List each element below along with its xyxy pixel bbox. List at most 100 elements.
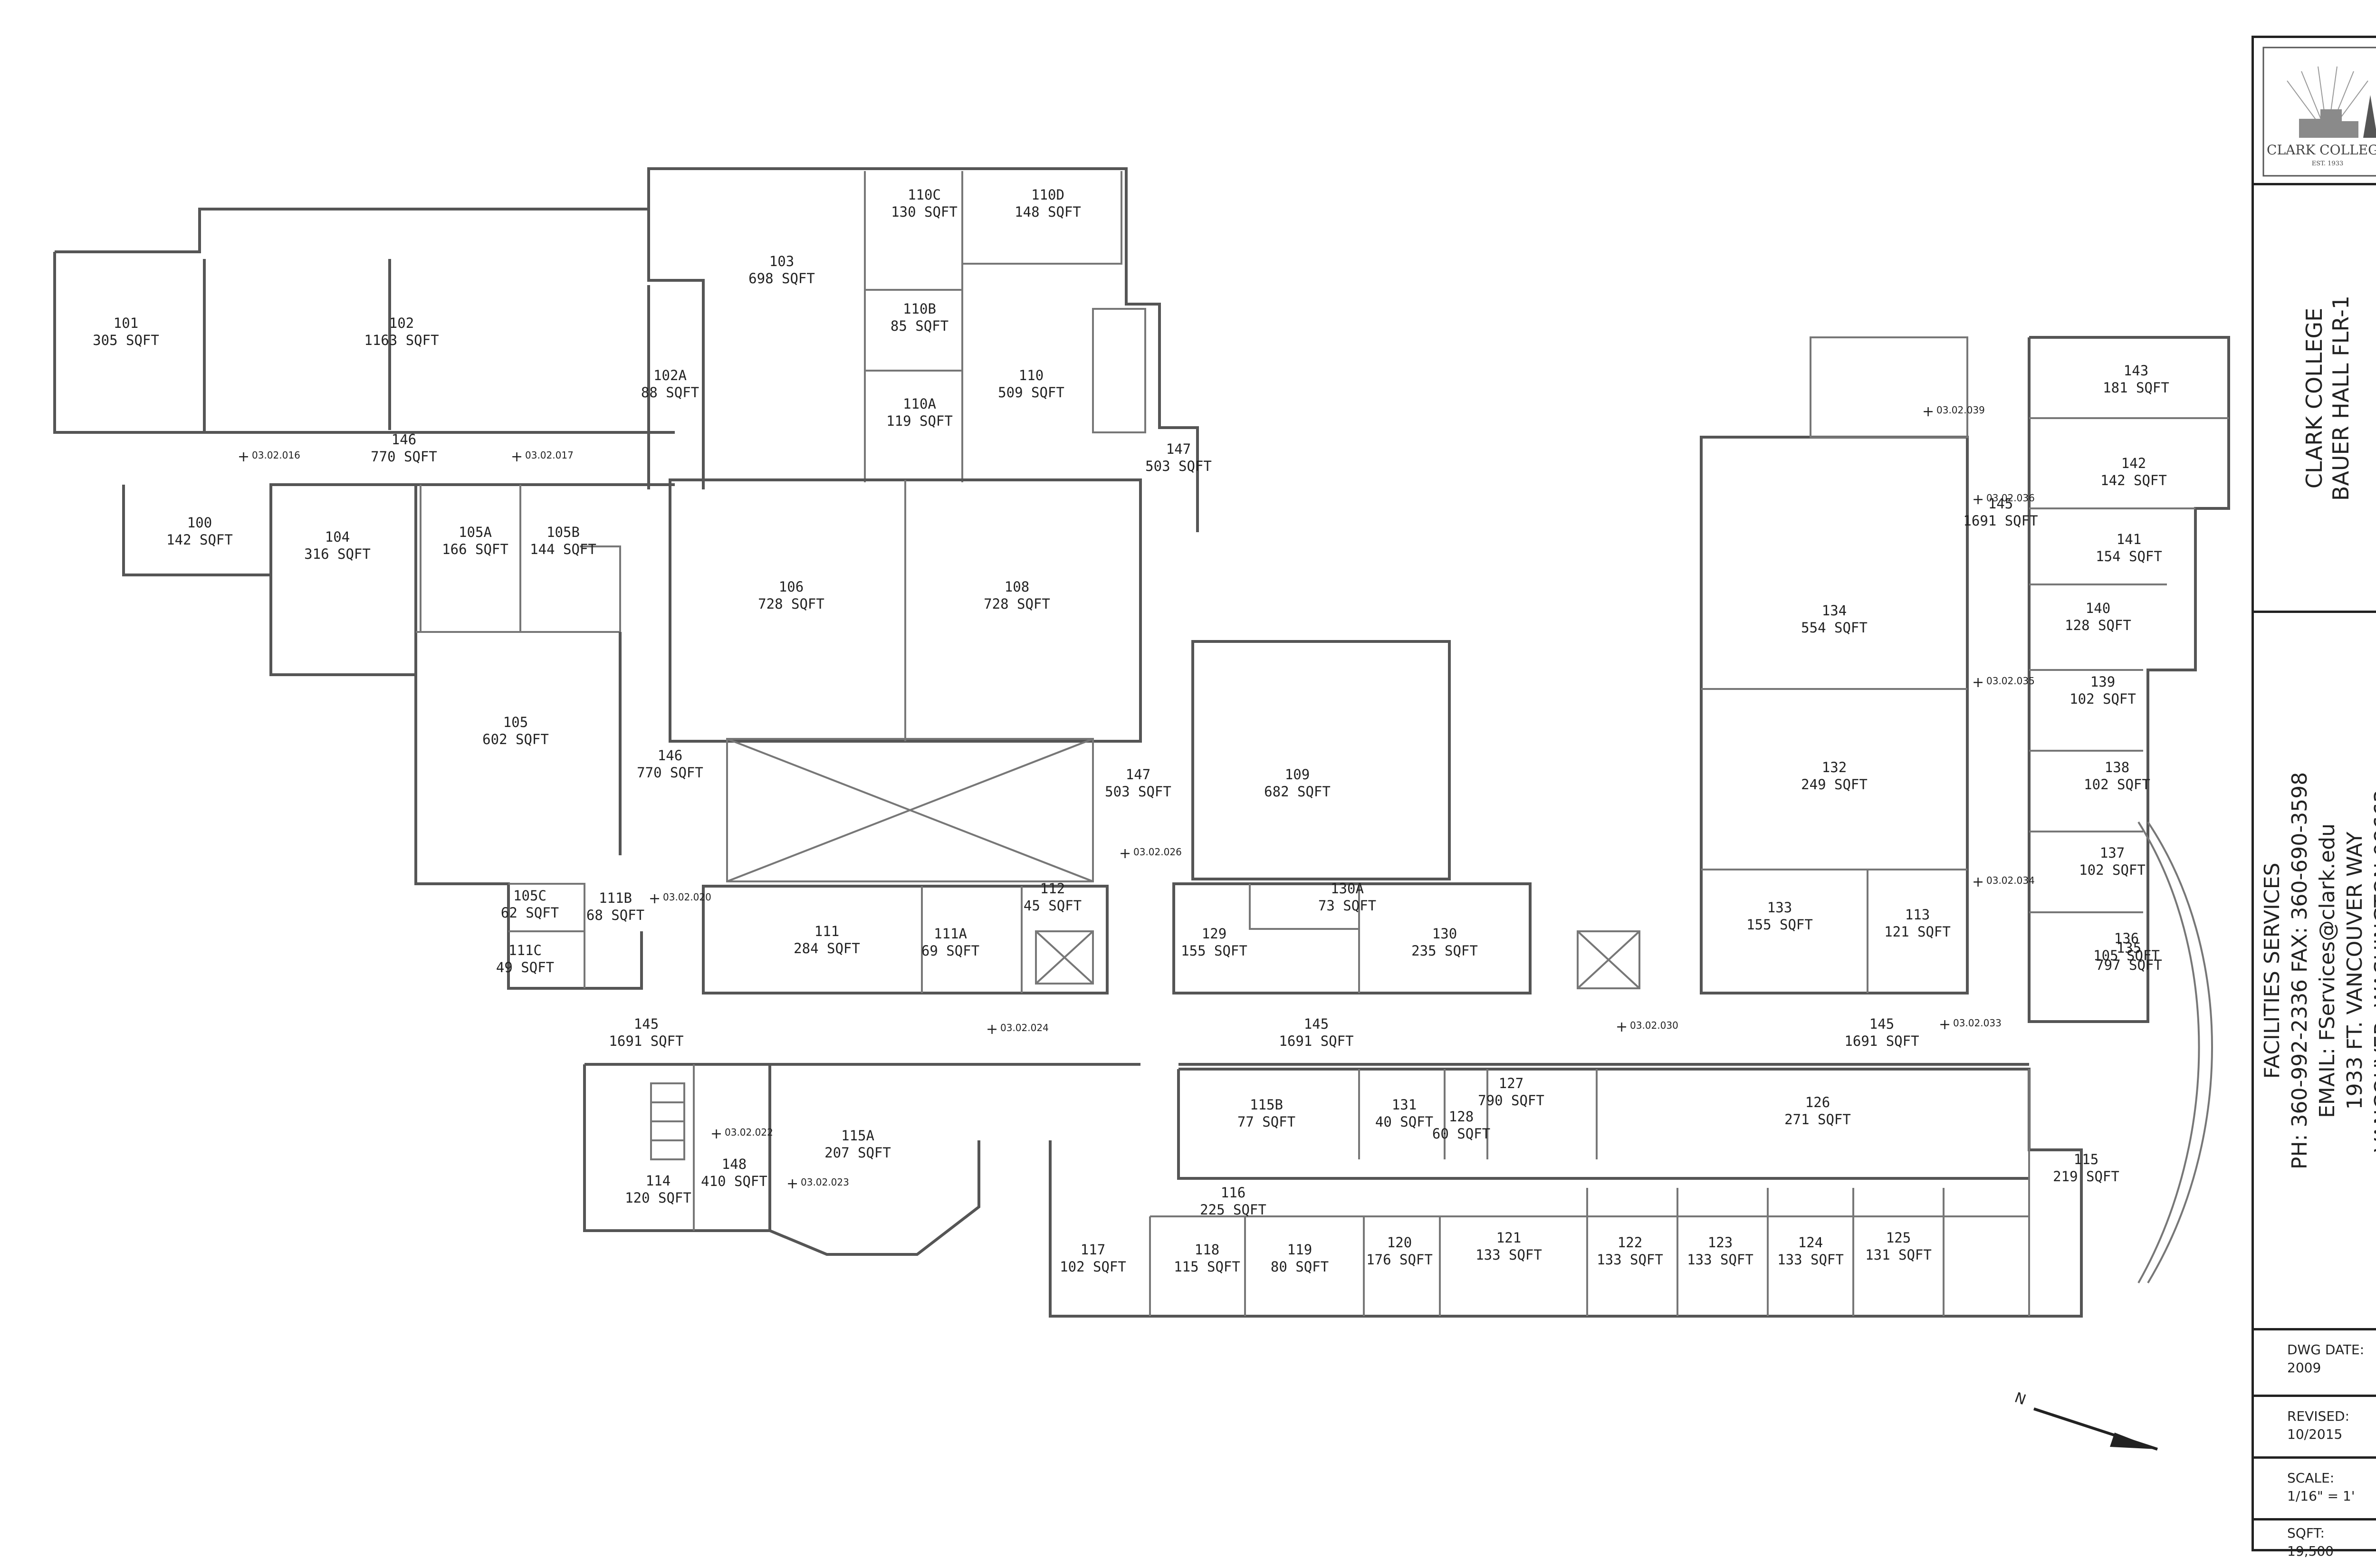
room-number: 120 (1387, 1234, 1412, 1251)
contact-line-3: EMAIL: FServices@clark.edu (2315, 823, 2339, 1118)
room-number: 146 (658, 747, 682, 764)
room-number: 118 (1195, 1242, 1219, 1258)
room-number: 137 (2100, 845, 2125, 861)
room-area: 1163 SQFT (364, 332, 439, 348)
room-number: 126 (1805, 1094, 1830, 1110)
room-area: 88 SQFT (641, 384, 699, 401)
room-number: 110 (1019, 367, 1044, 383)
revised-value: 10/2015 (2287, 1426, 2343, 1442)
tag-marker-icon: + (710, 1126, 722, 1142)
room-area: 1691 SQFT (1279, 1033, 1353, 1049)
tag-marker-icon: + (1922, 403, 1934, 420)
room-number: 134 (1822, 602, 1847, 619)
room-area: 770 SQFT (637, 765, 703, 781)
revised-label: REVISED: (2287, 1408, 2350, 1424)
grid-tag: 03.02.035 (1986, 675, 2035, 687)
room-area: 119 SQFT (886, 413, 953, 429)
room-area: 102 SQFT (1060, 1259, 1126, 1275)
room-area: 102 SQFT (2069, 691, 2136, 707)
room-number: 105A (459, 524, 492, 540)
logo-section: CLARK COLLEGE EST. 1933 (2254, 38, 2376, 185)
dwg-date-label: DWG DATE: (2287, 1342, 2365, 1358)
room-number: 140 (2086, 600, 2110, 616)
room-area: 154 SQFT (2096, 548, 2162, 564)
room-number: 122 (1618, 1234, 1642, 1251)
room-number: 115B (1250, 1097, 1283, 1113)
scale-label: SCALE: (2287, 1470, 2335, 1486)
room-area: 102 SQFT (2079, 862, 2146, 878)
room-number: 110D (1031, 187, 1064, 203)
room-number: 100 (187, 515, 212, 531)
grid-tag: 03.02.039 (1936, 404, 1985, 416)
room-area: 40 SQFT (1375, 1114, 1433, 1130)
room-number: 145 (634, 1016, 659, 1032)
tag-marker-icon: + (1616, 1019, 1628, 1035)
room-area: 49 SQFT (496, 959, 554, 975)
room-number: 111A (934, 926, 967, 942)
room-number: 115A (841, 1128, 874, 1144)
room-area: 219 SQFT (2053, 1168, 2119, 1185)
room-area: 133 SQFT (1687, 1252, 1753, 1268)
grid-tag: 03.02.023 (801, 1176, 849, 1188)
room-number: 110C (908, 187, 941, 203)
tag-marker-icon: + (1939, 1016, 1951, 1033)
room-area: 131 SQFT (1865, 1247, 1932, 1263)
room-area: 249 SQFT (1801, 776, 1868, 793)
room-number: 111 (814, 923, 839, 939)
tag-marker-icon: + (649, 890, 661, 907)
drawing-title-line-2: BAUER HALL FLR-1 (2328, 295, 2354, 501)
room-area: 142 SQFT (166, 532, 233, 548)
room-area: 144 SQFT (530, 541, 596, 557)
contact-section: FACILITIES SERVICES PH: 360-992-2336 FAX… (2254, 613, 2376, 1330)
room-area: 120 SQFT (625, 1190, 691, 1206)
sqft-label: SQFT: (2287, 1525, 2325, 1541)
room-area: 682 SQFT (1264, 784, 1331, 800)
room-number: 143 (2124, 363, 2148, 379)
room-area: 133 SQFT (1475, 1247, 1542, 1263)
title-block: CLARK COLLEGE EST. 1933 CLARK COLLEGE BA… (2251, 36, 2376, 1559)
grid-tag: 03.02.034 (1986, 875, 2035, 886)
room-area: 554 SQFT (1801, 620, 1868, 636)
room-area: 207 SQFT (824, 1145, 891, 1161)
room-area: 80 SQFT (1271, 1259, 1329, 1275)
room-area: 305 SQFT (93, 332, 159, 348)
room-area: 45 SQFT (1024, 898, 1082, 914)
room-area: 115 SQFT (1174, 1259, 1240, 1275)
room-area: 410 SQFT (701, 1173, 767, 1189)
room-number: 145 (1869, 1016, 1894, 1032)
college-logo: CLARK COLLEGE EST. 1933 (2262, 47, 2376, 177)
room-number: 109 (1285, 766, 1310, 783)
sqft-section: SQFT: 19,500 (2254, 1520, 2376, 1559)
contact-line-1: FACILITIES SERVICES (2260, 862, 2284, 1079)
room-area: 102 SQFT (2084, 776, 2150, 793)
room-number: 116 (1221, 1185, 1245, 1201)
room-area: 69 SQFT (921, 943, 979, 959)
room-number: 108 (1005, 579, 1029, 595)
room-area: 155 SQFT (1746, 917, 1813, 933)
room-number: 101 (114, 315, 138, 331)
room-number: 131 (1392, 1097, 1417, 1113)
tag-marker-icon: + (786, 1176, 798, 1192)
room-area: 503 SQFT (1145, 458, 1212, 474)
room-number: 132 (1822, 759, 1847, 775)
tag-marker-icon: + (1119, 845, 1131, 862)
room-area: 77 SQFT (1237, 1114, 1295, 1130)
room-number: 142 (2121, 455, 2146, 471)
room-number: 148 (722, 1156, 747, 1172)
grid-tag: 03.02.017 (525, 449, 574, 461)
room-area: 133 SQFT (1597, 1252, 1663, 1268)
logo-est: EST. 1933 (2312, 160, 2344, 167)
room-area: 790 SQFT (1478, 1092, 1544, 1109)
grid-tag: 03.02.033 (1953, 1017, 2002, 1029)
room-area: 602 SQFT (482, 731, 549, 747)
room-area: 62 SQFT (501, 905, 559, 921)
room-number: 130A (1331, 880, 1364, 897)
room-area: 698 SQFT (748, 270, 815, 287)
scale-section: SCALE: 1/16" = 1' (2254, 1459, 2376, 1520)
room-number: 135 (2117, 940, 2141, 956)
room-number: 136 (2114, 930, 2139, 947)
room-area: 1691 SQFT (609, 1033, 683, 1049)
grid-tag: 03.02.020 (663, 891, 711, 903)
room-number: 145 (1988, 496, 2013, 512)
